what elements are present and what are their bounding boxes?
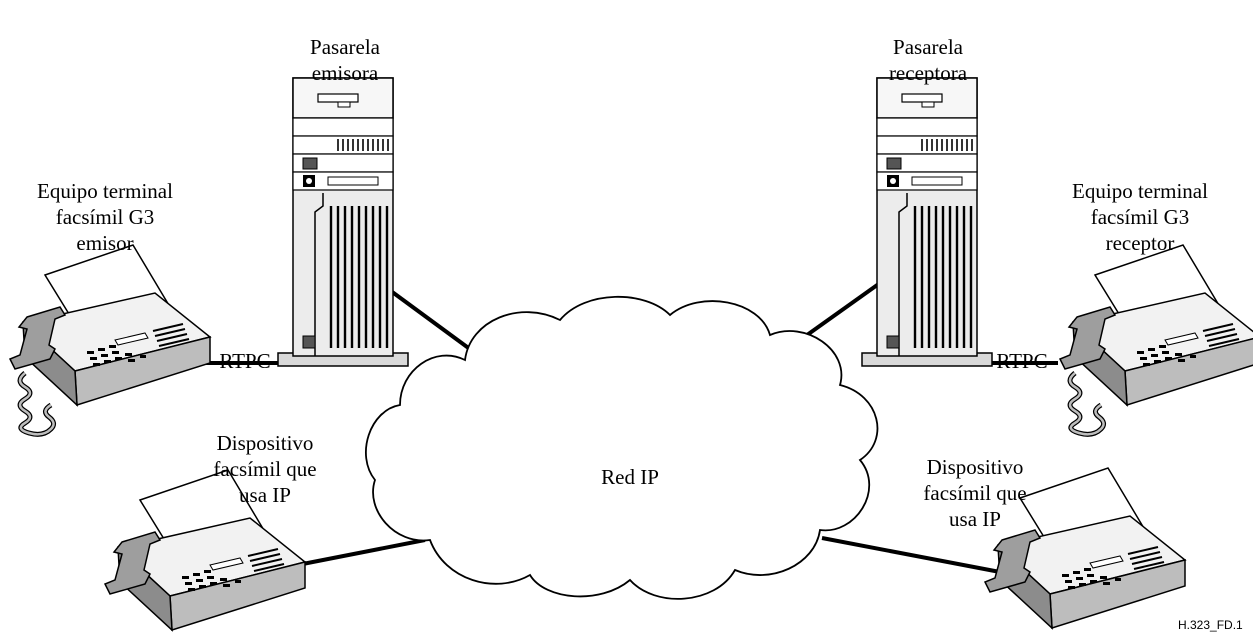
line-gateway-tx-to-ip (378, 281, 480, 357)
ip-cloud (365, 295, 879, 600)
figure-code: H.323_FD.1 (1178, 618, 1243, 632)
label-ip-network: Red IP (601, 465, 659, 489)
gateway-tx-icon (276, 76, 410, 368)
line-ipfax-right-to-ip (821, 536, 1001, 574)
label-pstn-left: RTPC (219, 349, 271, 373)
label-pstn-right: RTPC (996, 349, 1048, 373)
gateway-rx-icon (860, 76, 994, 368)
